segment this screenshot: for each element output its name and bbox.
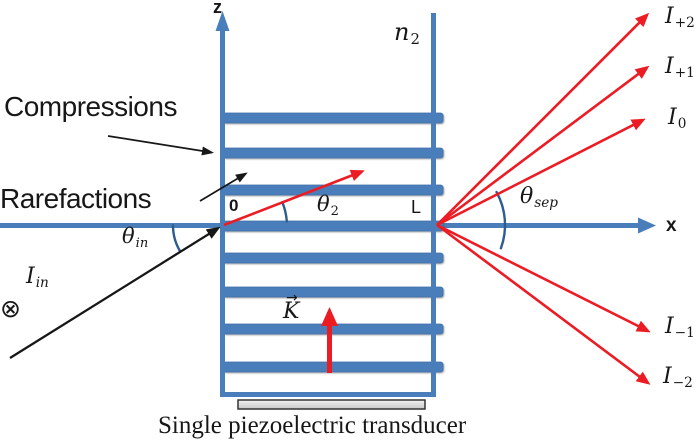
incident-intensity-label: Iin [26, 264, 49, 292]
order-label-plus1: I+1 [665, 54, 695, 82]
beam-order-zero [436, 118, 646, 227]
compressions-pointer-arrow [107, 135, 214, 156]
order-label-zero: I0 [668, 105, 687, 133]
transducer-bar [237, 399, 426, 410]
compressions-label: Compressions [4, 91, 177, 122]
compression-bar [222, 147, 444, 159]
beam-order-minus1 [436, 223, 651, 333]
into-page-symbol: ⊗ [0, 294, 21, 323]
theta-2-label: θ2 [317, 192, 339, 219]
order-label-plus2: I+2 [665, 4, 695, 32]
incident-beam-arrow [9, 226, 221, 359]
z-axis-label: z [213, 0, 222, 17]
theta-2-arc [281, 201, 288, 223]
compression-bars [222, 112, 444, 373]
compression-bar [222, 112, 444, 124]
order-label-minus2: I−2 [663, 364, 693, 392]
vector-arrow-accent: → [286, 290, 298, 306]
compression-bar [222, 323, 444, 335]
x-axis-arrowhead [638, 217, 656, 234]
refractive-index-label: n2 [394, 18, 420, 49]
order-label-minus1: I−1 [665, 314, 695, 342]
theta-in-label: θin [122, 224, 149, 251]
rarefactions-pointer-arrow [199, 172, 248, 202]
compression-bar [222, 361, 444, 373]
diffraction-order-beams [436, 12, 651, 385]
beam-order-plus2 [436, 12, 650, 226]
origin-label: 0 [229, 196, 239, 215]
x-axis-label: x [666, 215, 677, 236]
acoustic-wave-vector-label: →K [283, 290, 300, 324]
theta-in-arc [171, 224, 182, 253]
interaction-length-label: L [411, 197, 422, 217]
z-axis-arrowhead [215, 11, 230, 31]
beam-order-minus2 [436, 223, 651, 385]
compression-bar [222, 220, 444, 232]
compression-bar [222, 286, 444, 298]
rarefactions-label: Rarefactions [0, 183, 152, 214]
figure-caption: Single piezoelectric transducer [158, 412, 467, 439]
internal-diffracted-beam-arrow [223, 169, 365, 227]
theta-sep-label: θsep [520, 184, 559, 212]
beam-order-plus1 [436, 65, 650, 227]
compression-bar [222, 252, 444, 264]
theta-sep-arc [495, 190, 507, 250]
